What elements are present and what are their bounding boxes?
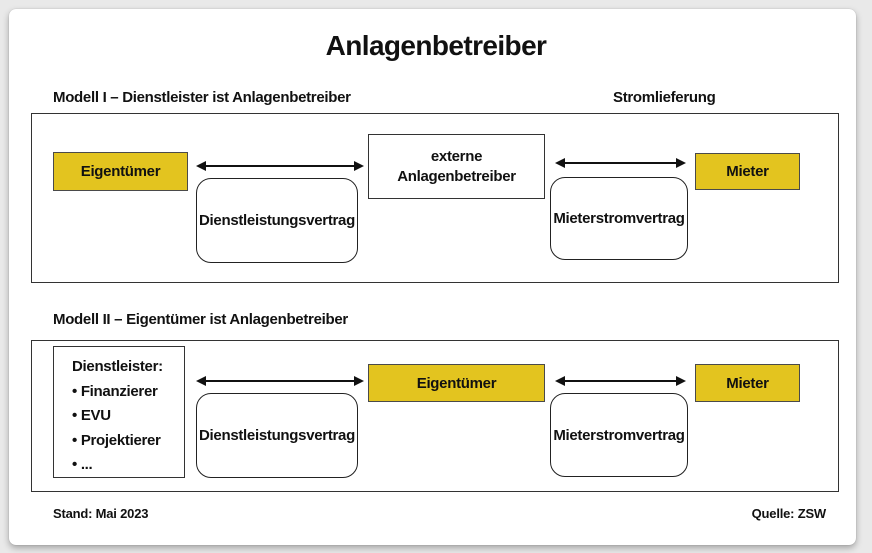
model1-operator-tenant-arrow xyxy=(555,157,686,169)
model1-external-operator-box: externe Anlagenbetreiber xyxy=(368,134,545,199)
model2-tenant-contract-node: Mieterstromvertrag xyxy=(550,393,688,477)
external-operator-line2: Anlagenbetreiber xyxy=(397,167,516,185)
model2-tenant-contract-label: Mieterstromvertrag xyxy=(553,426,685,444)
model2-owner-tenant-arrow xyxy=(555,375,686,387)
stand-label: Stand: Mai 2023 xyxy=(53,506,149,521)
provider-item: • EVU xyxy=(72,407,111,424)
model1-tenant-contract-label: Mieterstromvertrag xyxy=(553,210,685,227)
model2-provider-owner-arrow xyxy=(196,375,364,387)
arrow-shaft xyxy=(203,165,357,167)
arrow-shaft xyxy=(562,162,679,164)
model2-owner-box: Eigentümer xyxy=(368,364,545,402)
model2-tenant-label: Mieter xyxy=(726,374,769,392)
model2-service-contract-node: Dienstleistungsvertrag xyxy=(196,393,358,478)
diagram-title: Anlagenbetreiber xyxy=(325,30,547,61)
provider-item: • Projektierer xyxy=(72,431,161,449)
model2-service-contract-label: Dienstleistungsvertrag xyxy=(199,427,355,444)
model2-provider-box: Dienstleister: • Finanzierer • EVU • Pro… xyxy=(53,346,185,478)
provider-item: • ... xyxy=(72,456,93,473)
quelle-label: Quelle: ZSW xyxy=(751,506,827,521)
model1-service-contract-label: Dienstleistungsvertrag xyxy=(199,212,355,229)
model2-owner-label: Eigentümer xyxy=(416,374,497,392)
provider-item: • Finanzierer xyxy=(72,382,158,400)
model1-owner-operator-arrow xyxy=(196,160,364,172)
stromlieferung-label: Stromlieferung xyxy=(613,89,716,106)
model1-owner-label: Eigentümer xyxy=(80,163,161,180)
arrow-shaft xyxy=(203,380,357,382)
arrow-shaft xyxy=(562,380,679,382)
model1-heading: Modell I – Dienstleister ist Anlagenbetr… xyxy=(53,89,351,106)
model1-owner-box: Eigentümer xyxy=(53,152,188,191)
model1-tenant-label: Mieter xyxy=(726,163,769,180)
model1-tenant-contract-node: Mieterstromvertrag xyxy=(550,177,688,260)
model1-tenant-box: Mieter xyxy=(695,153,800,190)
external-operator-line1: externe xyxy=(430,147,483,165)
provider-title: Dienstleister: xyxy=(72,358,163,375)
model2-heading: Modell II – Eigentümer ist Anlagenbetrei… xyxy=(53,311,348,328)
model2-tenant-box: Mieter xyxy=(695,364,800,402)
model1-service-contract-node: Dienstleistungsvertrag xyxy=(196,178,358,263)
